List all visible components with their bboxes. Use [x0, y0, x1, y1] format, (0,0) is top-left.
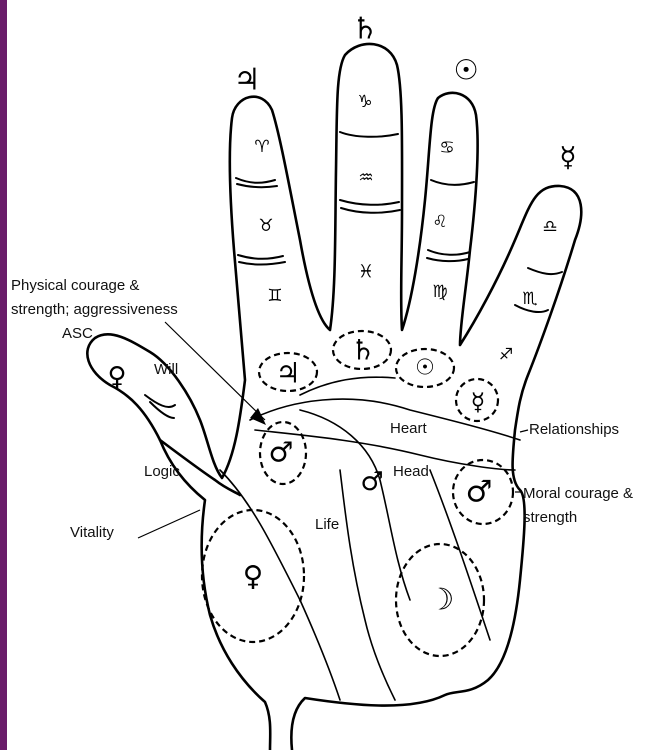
virgo-icon: ♍ — [432, 282, 447, 302]
label-moral-courage: Moral courage & — [523, 485, 633, 502]
jupiter-finger-icon: ♃ — [234, 63, 261, 98]
aries-icon: ♈ — [254, 137, 269, 157]
head-line — [255, 430, 515, 470]
taurus-icon: ♉ — [258, 216, 273, 236]
aquarius-icon: ♒ — [358, 168, 373, 188]
sun-finger-icon: ☉ — [453, 54, 478, 87]
leo-icon: ♌ — [432, 212, 447, 232]
venus-mount-icon: ♀ — [243, 560, 264, 593]
label-heart: Heart — [390, 420, 428, 437]
hand-outline — [87, 44, 581, 750]
left-border — [0, 0, 7, 750]
mars-center-icon: ♂ — [360, 467, 383, 497]
moon-mount-icon: ☽ — [428, 583, 455, 618]
sagittarius-icon: ♐ — [499, 345, 513, 364]
label-life: Life — [315, 516, 339, 533]
label-physical-courage-2: strength; aggressiveness — [11, 301, 178, 318]
label-asc: ASC — [62, 325, 93, 342]
label-head: Head — [393, 463, 429, 480]
saturn-mount-icon: ♄ — [350, 334, 375, 367]
label-logic: Logic — [144, 463, 180, 480]
leader-physical — [165, 322, 265, 420]
label-physical-courage: Physical courage & — [11, 277, 139, 294]
leader-vitality — [138, 510, 200, 538]
life-curve — [220, 470, 340, 700]
mars-lower-icon: ♂ — [268, 436, 293, 469]
scorpio-icon: ♏ — [522, 289, 537, 309]
label-moral-courage-2: strength — [523, 509, 577, 526]
mercury-mount-icon: ☿ — [471, 388, 486, 416]
minor-line — [300, 377, 395, 395]
leader-relationships — [520, 430, 528, 432]
jupiter-mount-icon: ♃ — [275, 357, 300, 390]
label-vitality: Vitality — [70, 524, 114, 541]
gemini-icon: ♊ — [267, 286, 282, 306]
life-line — [340, 470, 395, 700]
label-relationships: Relationships — [529, 421, 619, 438]
saturn-finger-icon: ♄ — [352, 12, 379, 47]
palm-lines — [220, 377, 520, 700]
venus-thumb-icon: ♀ — [107, 362, 126, 392]
sun-mount-icon: ☉ — [415, 356, 435, 381]
mars-upper-icon: ♂ — [466, 475, 493, 510]
mercury-finger-icon: ☿ — [559, 141, 576, 174]
cancer-icon: ♋ — [439, 138, 454, 158]
label-will: Will — [154, 361, 178, 378]
libra-icon: ♎ — [542, 217, 557, 237]
pisces-icon: ♓ — [358, 262, 374, 283]
capricorn-icon: ♑ — [357, 92, 372, 112]
